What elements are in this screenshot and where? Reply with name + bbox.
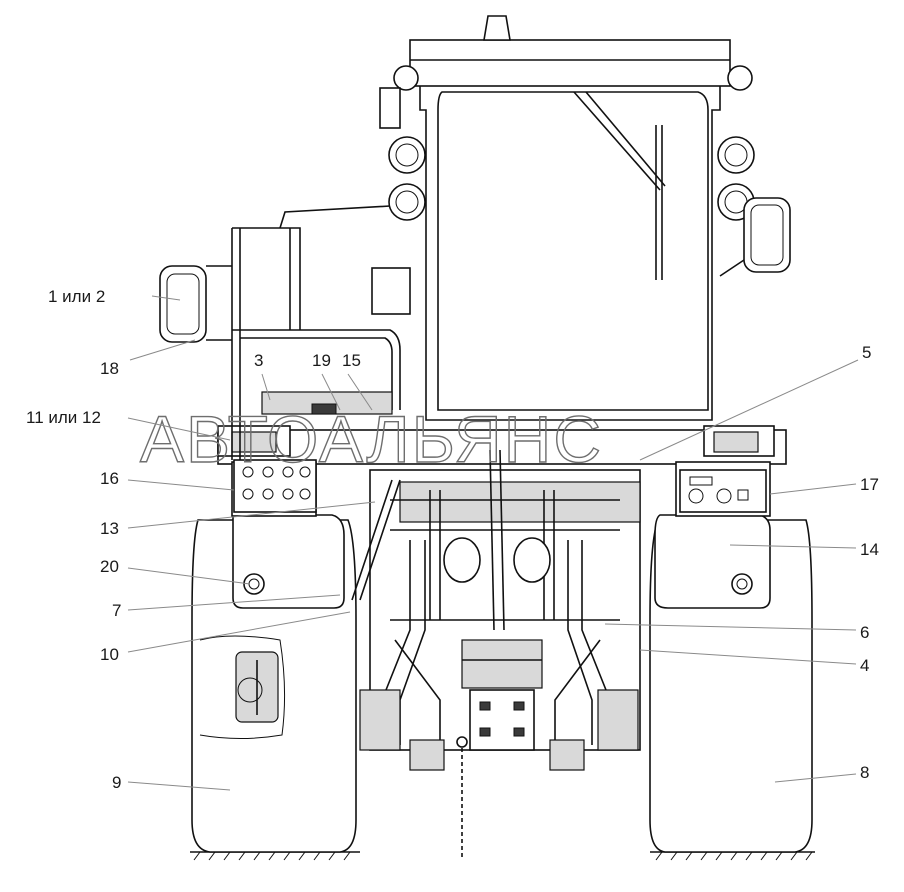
ground-line (190, 851, 815, 861)
callout-label: 9 (112, 773, 121, 792)
right-fender (654, 514, 771, 609)
three-point-hitch (351, 449, 639, 771)
watermark: АВТОАЛЬЯНС (140, 402, 603, 476)
callout-label: 1 или 2 (48, 287, 105, 306)
callout-label: 5 (862, 343, 871, 362)
leader-lines (127, 295, 859, 791)
callout-label: 4 (860, 656, 869, 675)
callout-label: 6 (860, 623, 869, 642)
callout-labels: 1 или 2 18 3 19 15 11 или 12 16 13 20 7 … (26, 287, 879, 792)
callout-label: 13 (100, 519, 119, 538)
callout-label: 16 (100, 469, 119, 488)
callout-label: 11 или 12 (26, 408, 101, 427)
left-fender (232, 514, 345, 609)
rear-lamps (217, 425, 775, 457)
callout-label: 15 (342, 351, 361, 370)
callout-label: 17 (860, 475, 879, 494)
right-mirror (719, 197, 791, 277)
callout-label: 8 (860, 763, 869, 782)
callout-label: 18 (100, 359, 119, 378)
callout-label: 14 (860, 540, 879, 559)
hitch-chain (456, 736, 468, 860)
cab (393, 15, 753, 421)
callout-label: 19 (312, 351, 331, 370)
side-tank-frame (231, 205, 411, 460)
callout-label: 20 (100, 557, 119, 576)
left-control-panel (233, 459, 317, 513)
callout-label: 10 (100, 645, 119, 664)
callout-label: 3 (254, 351, 263, 370)
right-control-panel (679, 469, 767, 513)
left-mirror (159, 265, 232, 343)
callout-label: 7 (112, 601, 121, 620)
